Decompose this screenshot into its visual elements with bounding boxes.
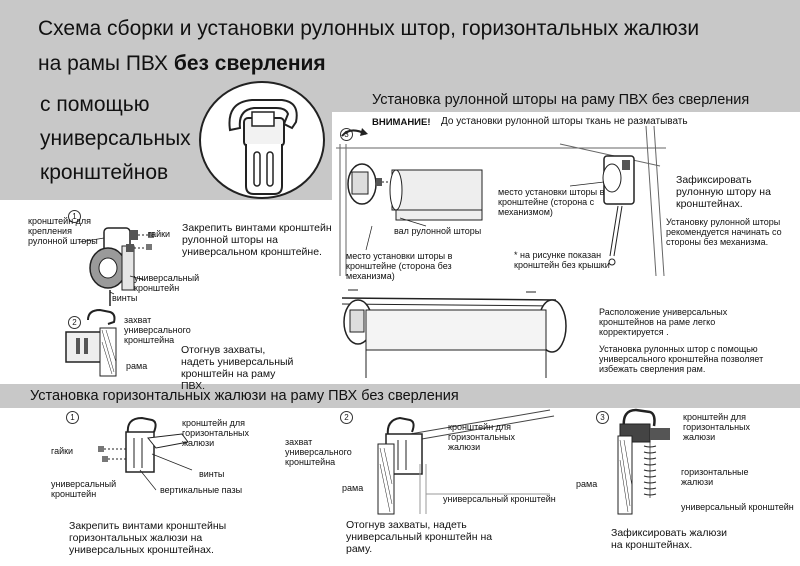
blinds-step-1-number: 1 (66, 411, 79, 424)
roller-step3-fix-note: Установку рулонной шторы рекомендуется н… (666, 217, 790, 247)
roller-step3-benefit-note: Установка рулонных штор с помощью универ… (599, 344, 779, 374)
roller-step2-illustration (58, 308, 128, 378)
blinds-step3-label-blinds: горизонтальные жалюзи (681, 467, 756, 487)
blinds-step2-label-grip: захват универсального кронштейна (285, 437, 365, 467)
page-title-emphasis: без сверления (174, 52, 326, 75)
blinds-step3-caption: Зафиксировать жалюзи на кронштейнах. (611, 527, 731, 551)
roller-step1-caption: Закрепить винтами кронштейн рулонной што… (182, 222, 342, 258)
roller-step3-position-note: Расположение универсальных кронштейнов н… (599, 307, 774, 337)
subtitle-line3: кронштейнов (40, 161, 168, 185)
subtitle-line2: универсальных (40, 127, 191, 151)
blinds-step3-label-universal: универсальный кронштейн (681, 502, 794, 512)
blinds-step3-label-frame: рама (576, 479, 597, 489)
roller-step1-label-screws: винты (112, 293, 137, 303)
blinds-step2-caption: Отогнув захваты, надеть универсальный кр… (346, 519, 516, 555)
blinds-step1-label-screws: винты (199, 469, 224, 479)
blinds-step3-illustration (610, 406, 690, 516)
universal-bracket-hero-illustration (196, 78, 336, 208)
blinds-step2-label-frame: рама (342, 483, 363, 493)
roller-step2-label-frame: рама (126, 361, 147, 371)
roller-step3-label-place-mech: место установки шторы в кронштейне (стор… (498, 187, 608, 217)
roller-step3-label-place-no-mech: место установки шторы в кронштейне (стор… (346, 251, 466, 281)
roller-step1-label-bracket: кронштейн для крепления рулонной шторы (28, 216, 100, 246)
page-title-prefix: на рамы ПВХ (38, 52, 174, 75)
page-title: Схема сборки и установки рулонных штор, … (38, 17, 699, 41)
blinds-step1-label-bracket: кронштейн для горизонтальных жалюзи (182, 418, 257, 448)
roller-step2-caption: Отогнув захваты, надеть универсальный кр… (181, 344, 301, 392)
roller-step2-label-grip: захват универсального кронштейна (124, 315, 204, 345)
blinds-step1-caption: Закрепить винтами кронштейны горизонталь… (69, 520, 259, 556)
page-title-line2: на рамы ПВХ без сверления (38, 52, 326, 76)
blinds-step1-label-nuts: гайки (51, 446, 73, 456)
blinds-step1-label-universal: универсальный кронштейн (51, 479, 126, 499)
blinds-step1-label-slots: вертикальные пазы (160, 485, 242, 495)
roller-step3-label-shaft: вал рулонной шторы (394, 226, 481, 236)
blinds-step3-label-bracket: кронштейн для горизонтальных жалюзи (683, 412, 758, 442)
blinds-step2-label-bracket: кронштейн для горизонтальных жалюзи (448, 422, 523, 452)
roller-section-header: Установка рулонной шторы на раму ПВХ без… (372, 92, 749, 108)
subtitle-line1: с помощью (40, 93, 149, 117)
roller-step1-label-universal: универсальный кронштейн (134, 273, 204, 293)
blinds-step-2-number: 2 (340, 411, 353, 424)
blinds-step2-label-universal: универсальный кронштейн (443, 494, 556, 504)
blinds-step-3-number: 3 (596, 411, 609, 424)
blinds-section-header: Установка горизонтальных жалюзи на раму … (30, 388, 459, 404)
roller-step1-label-nuts: гайки (148, 229, 170, 239)
roller-step3-fix-title: Зафиксировать рулонную штору на кронштей… (676, 174, 786, 210)
roller-step3-label-note-cover: * на рисунке показан кронштейн без крышк… (514, 250, 624, 270)
